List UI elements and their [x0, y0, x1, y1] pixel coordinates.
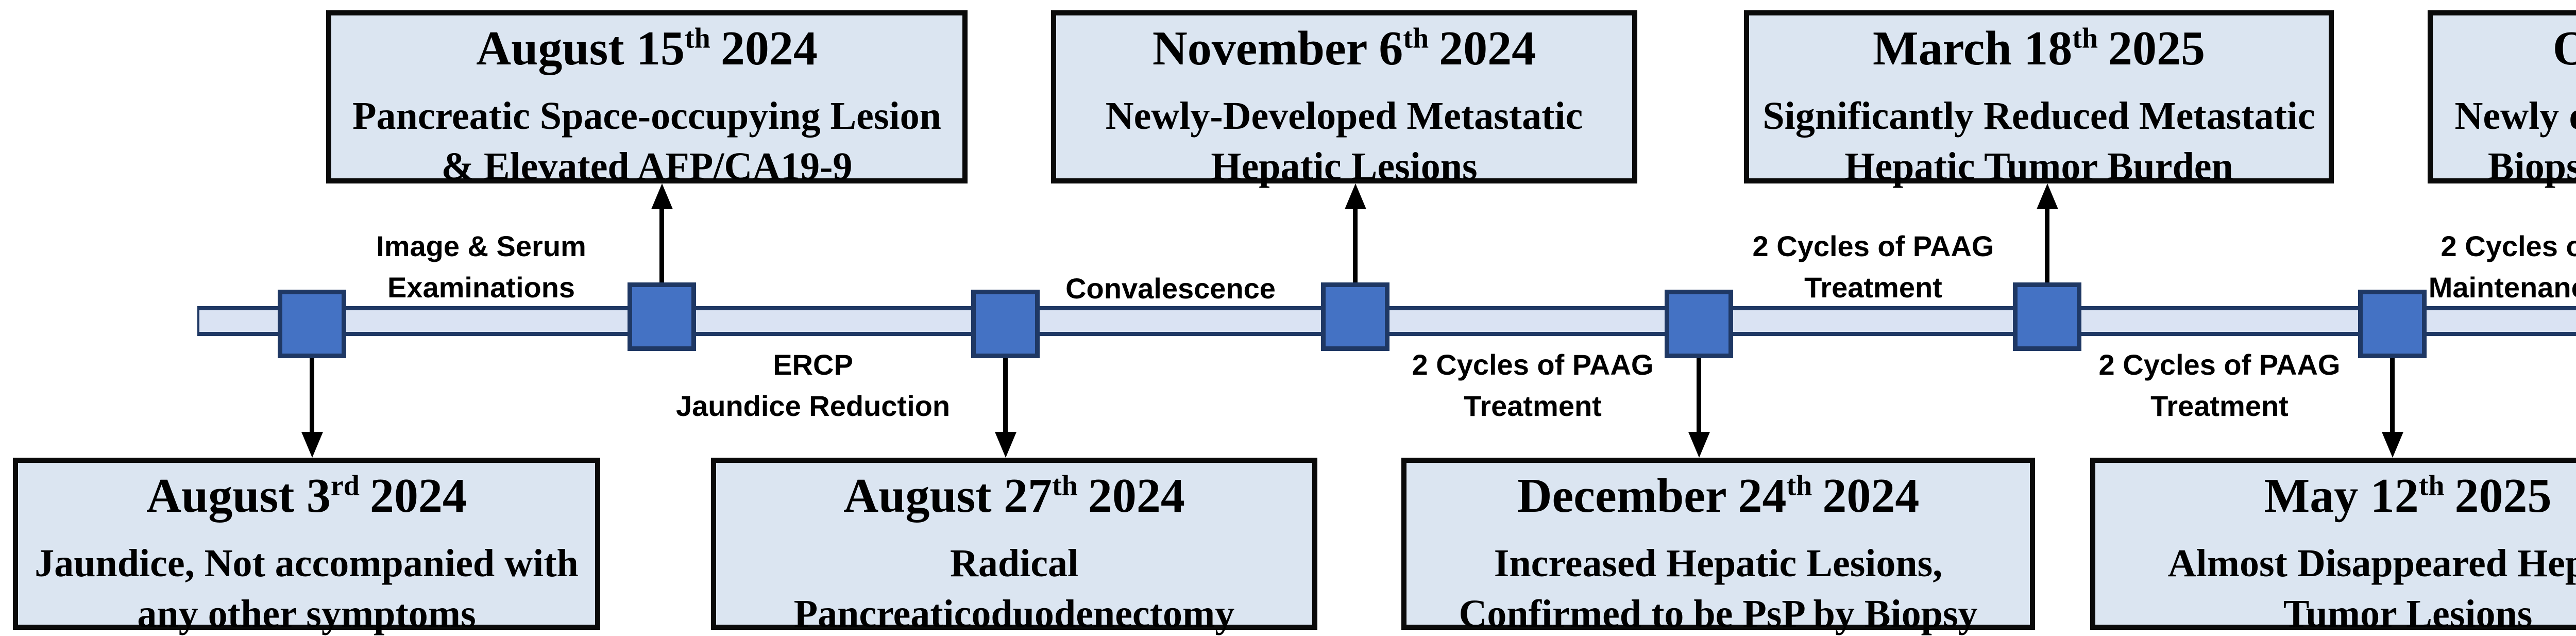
event-date-ordinal: th [2418, 470, 2445, 502]
event-date-year: 2025 [2108, 22, 2206, 75]
connector-line-event-7 [2390, 358, 2395, 436]
event-description-line: Pancreaticoduodenectomy [793, 592, 1235, 635]
event-date-ordinal: th [2072, 22, 2098, 55]
timeline-marker-5 [1665, 290, 1733, 358]
phase-label-line: Jaundice Reduction [675, 390, 951, 422]
event-date-year: 2025 [2454, 469, 2552, 523]
phase-label-line: Treatment [2150, 390, 2289, 422]
connector-arrowhead-icon-event-2 [651, 183, 673, 209]
event-date-ordinal: th [685, 22, 710, 55]
event-date: October 10th2025 [2433, 15, 2576, 77]
event-description-line: Hepatic Lesions [1211, 145, 1478, 188]
event-description-line: Tumor Lesions [2283, 592, 2533, 635]
event-date-year: 2024 [1822, 469, 1920, 523]
event-date-year: 2024 [1088, 469, 1185, 523]
connector-line-event-2 [659, 206, 664, 283]
event-date: August 27th 2024 [716, 463, 1312, 525]
event-box-november-6-2024: November 6th 2024 Newly-Developed Metasta… [1051, 10, 1637, 188]
event-box-august-27-2024: August 27th 2024 Radical Pancreaticoduode… [711, 458, 1317, 635]
event-description-line: Pancreatic Space-occupying Lesion [352, 94, 941, 138]
event-date-text: March 18 [1872, 22, 2073, 75]
event-description-line: Newly-Developed Metastatic [1105, 94, 1583, 138]
event-date-year: 2024 [1439, 22, 1536, 75]
phase-label-image-serum-examinations: Image & Serum Examinations [376, 226, 586, 308]
phase-label-line: 2 Cycles of PAAG [2098, 348, 2341, 381]
event-description-line: Confirmed to be PsP by Biopsy [1459, 592, 1978, 635]
phase-label-line: 2 Cycles of PAAG & [2441, 230, 2576, 262]
connector-arrowhead-icon-event-7 [2382, 432, 2403, 458]
event-date: December 24th 2024 [1406, 463, 2030, 525]
phase-label-paag-treatment-1: 2 Cycles of PAAG Treatment [1412, 344, 1654, 427]
phase-label-line: Image & Serum [376, 230, 586, 262]
event-description-line: Significantly Reduced Metastatic [1762, 94, 2315, 138]
connector-arrowhead-icon-event-4 [1345, 183, 1366, 209]
phase-label-paag-treatment-3: 2 Cycles of PAAG Treatment [2099, 344, 2341, 427]
timeline-marker-7 [2358, 290, 2427, 358]
event-box-august-3-2024: August 3rd 2024 Jaundice, Not accompanied… [13, 458, 600, 635]
connector-arrowhead-icon-event-3 [995, 432, 1016, 458]
connector-arrowhead-icon-event-1 [301, 432, 323, 458]
phase-label-convalescence: Convalescence [1065, 268, 1276, 309]
phase-label-paag-treatment-2: 2 Cycles of PAAG Treatment [1753, 226, 1994, 308]
event-date-text: August 3 [146, 469, 331, 523]
connector-line-event-6 [2045, 206, 2049, 283]
phase-label-line: Convalescence [1065, 272, 1276, 305]
event-date-year: 2024 [720, 22, 818, 75]
phase-label-line: Treatment [1804, 271, 1942, 304]
connector-arrowhead-icon-event-5 [1688, 432, 1710, 458]
connector-line-event-3 [1003, 358, 1008, 436]
event-box-october-10-2025: October 10th2025 Newly developed Hepatic… [2428, 10, 2576, 188]
timeline-marker-2 [628, 282, 696, 351]
event-description-line: & Elevated AFP/CA19-9 [441, 145, 853, 188]
event-description-line: any other symptoms [137, 592, 476, 635]
phase-label-line: 2 Cycles of PAAG [1412, 348, 1654, 381]
event-description-line: Jaundice, Not accompanied with [35, 542, 579, 585]
timeline-marker-6 [2013, 282, 2081, 351]
event-box-march-18-2025: March 18th 2025 Significantly Reduced Met… [1744, 10, 2334, 188]
event-date: March 18th 2025 [1749, 15, 2329, 77]
phase-label-line: Examinations [387, 271, 575, 304]
event-date-year: 2024 [369, 469, 467, 523]
connector-line-event-4 [1353, 206, 1358, 283]
phase-label-line: Maintenance Therapy [2428, 271, 2576, 304]
event-date: August 15th 2024 [331, 15, 962, 77]
event-date-text: May 12 [2264, 469, 2419, 523]
connector-arrowhead-icon-event-6 [2037, 183, 2058, 209]
event-date-ordinal: th [1052, 470, 1078, 502]
phase-label-line: 2 Cycles of PAAG [1752, 230, 1994, 262]
timeline-marker-1 [278, 290, 346, 358]
event-date-text: October 10 [2552, 22, 2576, 75]
event-description-line: Biopsy Confirmed Metastasis [2487, 145, 2576, 188]
event-date-ordinal: rd [330, 470, 360, 502]
event-description-line: Radical [950, 542, 1079, 585]
event-date-text: December 24 [1517, 469, 1787, 523]
event-date-ordinal: th [1786, 470, 1812, 502]
phase-label-line: ERCP [773, 348, 853, 381]
phase-label-ercp-jaundice-reduction: ERCP Jaundice Reduction [676, 344, 950, 427]
event-description-line: Newly developed Hepatic Lesions [2454, 94, 2576, 138]
event-date: May 12th 2025 [2095, 463, 2576, 525]
event-date-text: August 27 [843, 469, 1053, 523]
timeline-marker-3 [971, 290, 1040, 358]
connector-line-event-5 [1697, 358, 1701, 436]
event-description-line: Increased Hepatic Lesions, [1494, 542, 1943, 585]
phase-label-line: Treatment [1464, 390, 1602, 422]
event-description-line: Hepatic Tumor Burden [1844, 145, 2233, 188]
event-date: November 6th 2024 [1056, 15, 1632, 77]
event-box-august-15-2024: August 15th 2024 Pancreatic Space-occupyi… [326, 10, 968, 188]
event-box-december-24-2024: December 24th 2024 Increased Hepatic Lesi… [1401, 458, 2035, 635]
event-date: August 3rd 2024 [18, 463, 595, 525]
event-date-text: November 6 [1152, 22, 1403, 75]
phase-label-paag-maintenance-therapy: 2 Cycles of PAAG & Maintenance Therapy [2429, 226, 2576, 308]
event-date-ordinal: th [1403, 22, 1429, 55]
event-description-line: Almost Disappeared Hepatic [2167, 542, 2576, 585]
connector-line-event-1 [310, 358, 314, 436]
timeline-marker-4 [1321, 282, 1389, 351]
event-date-text: August 15 [476, 22, 685, 75]
